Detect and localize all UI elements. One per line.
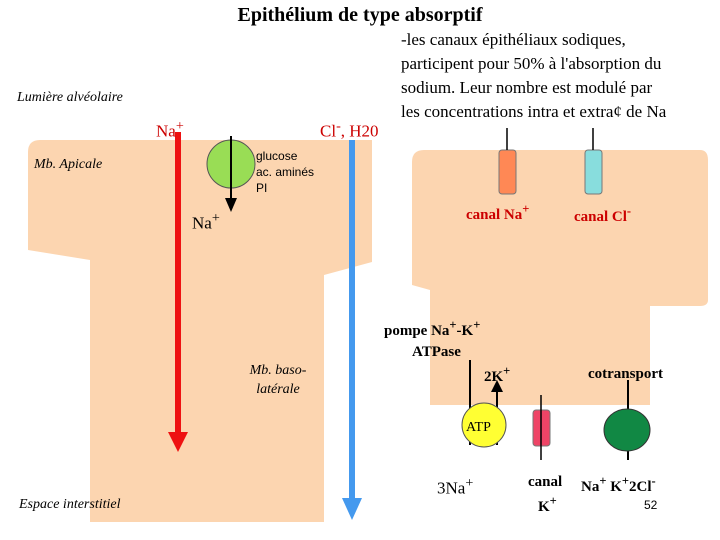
label-canal-na: canal Na+ (466, 202, 529, 224)
label-2k-sup: + (503, 364, 511, 378)
label-mb-baso-line2: latérale (256, 382, 300, 397)
pump-right-arrow-head (491, 380, 503, 392)
note-line-1: -les canaux épithéliaux sodiques, (401, 30, 626, 49)
label-pompe-sup2: + (473, 318, 481, 332)
label-cotrans-na: Na (581, 479, 600, 495)
label-canal-na-text: canal Na (466, 207, 523, 223)
label-cotrans-cl: 2Cl (629, 479, 652, 495)
right-cell-shape (412, 150, 708, 405)
note-text: -les canaux épithéliaux sodiques, partic… (401, 28, 719, 124)
label-na-top-text: Na (156, 121, 176, 141)
page-title: Epithélium de type absorptif (237, 4, 483, 26)
label-atp: ATP (466, 420, 491, 435)
label-canal-na-sup: + (522, 202, 530, 216)
blue-arrow-head (342, 498, 362, 520)
canal-na-channel (498, 149, 517, 195)
label-atpase: ATPase (412, 344, 461, 360)
label-h2o-text: , H20 (340, 121, 379, 141)
label-cotransport-substrates: glucose ac. aminés PI (256, 148, 314, 196)
label-canal-cl-sup: - (626, 204, 632, 218)
label-pompe: pompe Na+-K+ (384, 318, 480, 340)
label-pompe-k: -K (456, 323, 474, 339)
label-canal-k-ion: K+ (538, 494, 557, 516)
canal-cl-channel (584, 149, 603, 195)
label-na-top-sup: + (175, 118, 184, 134)
label-glucose: glucose (256, 149, 298, 163)
label-espace-interstitiel: Espace interstitiel (19, 497, 121, 512)
label-na-top: Na+ (156, 118, 184, 142)
label-canal-k-sup: + (549, 494, 557, 508)
page-number: 52 (644, 498, 658, 512)
label-na-mid-sup: + (211, 210, 220, 226)
label-3na: 3Na+ (437, 475, 473, 499)
label-3na-sup: + (465, 475, 474, 491)
label-na-mid: Na+ (192, 210, 220, 234)
label-mb-basolaterale: Mb. baso- latérale (228, 361, 328, 399)
left-cell-shape (28, 140, 372, 522)
label-cl-text: Cl (320, 121, 337, 141)
label-2k-text: 2K (484, 369, 504, 385)
label-na-mid-text: Na (192, 213, 212, 233)
atp-pump (461, 402, 507, 448)
label-cotrans-na-sup: + (599, 474, 607, 488)
label-lumiere: Lumière alvéolaire (17, 90, 123, 105)
label-acides-amines: ac. aminés (256, 165, 315, 179)
label-canal-cl-text: canal Cl (574, 209, 627, 225)
cotransport-arrow-head (225, 198, 237, 212)
label-2k: 2K+ (484, 364, 510, 386)
label-cl-sup: - (336, 118, 341, 134)
note-line-2: participent pour 50% à l'absorption du (401, 54, 662, 73)
label-3na-text: 3Na (437, 478, 466, 498)
label-cl-h2o: Cl-, H20 (320, 118, 379, 142)
label-cotrans-cl-sup: - (651, 474, 656, 488)
label-pi: PI (256, 181, 268, 195)
label-pompe-text: pompe Na (384, 323, 450, 339)
label-cotrans-k-sup: + (621, 474, 630, 488)
label-cotransport-ions: Na+ K+2Cl- (581, 474, 656, 496)
label-cotransport: cotransport (588, 366, 663, 382)
label-canal-cl: canal Cl- (574, 204, 631, 226)
label-pompe-sup1: + (449, 318, 457, 332)
note-line-4: les concentrations intra et extra¢ de Na (401, 102, 667, 121)
note-line-3: sodium. Leur nombre est modulé par (401, 78, 653, 97)
cotransporter (603, 408, 651, 452)
label-canal-k: canal (528, 474, 563, 490)
label-mb-apicale: Mb. Apicale (34, 157, 103, 172)
label-cotrans-k: K (606, 479, 622, 495)
label-mb-baso-line1: Mb. baso- (249, 363, 307, 378)
label-canal-k-text: K (538, 499, 550, 515)
red-arrow-head (168, 432, 188, 452)
